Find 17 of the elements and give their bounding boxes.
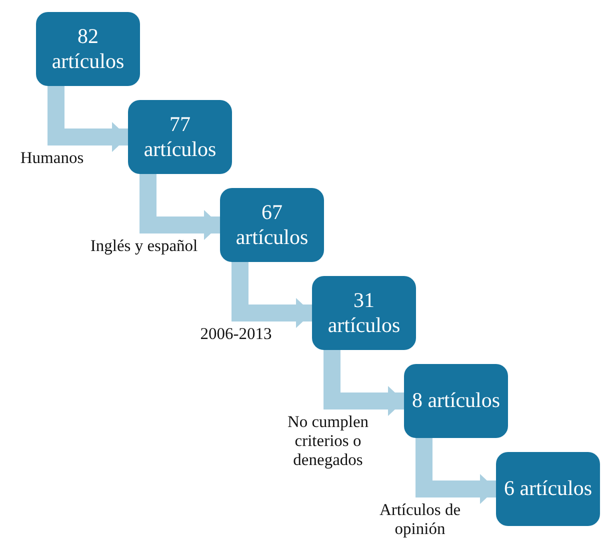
process-box [128,100,232,174]
edge-label: 2006-2013 [199,325,273,344]
edge-label: Humanos [19,149,85,168]
box-text: 77 artículos [142,112,218,162]
box-text: 82 artículos [50,24,126,74]
edge-label: Artículos de opinión [378,501,462,539]
edge-label: No cumplen criterios o denegados [286,413,370,470]
process-box [496,452,600,526]
box-text: 6 artículos [504,476,592,502]
process-box [36,12,140,86]
box-text: 67 artículos [234,200,310,250]
process-box [220,188,324,262]
edge-label: Inglés y español [89,237,199,256]
process-box [312,276,416,350]
box-text: 31 artículos [326,288,402,338]
box-text: 8 artículos [412,388,500,414]
process-box [404,364,508,438]
